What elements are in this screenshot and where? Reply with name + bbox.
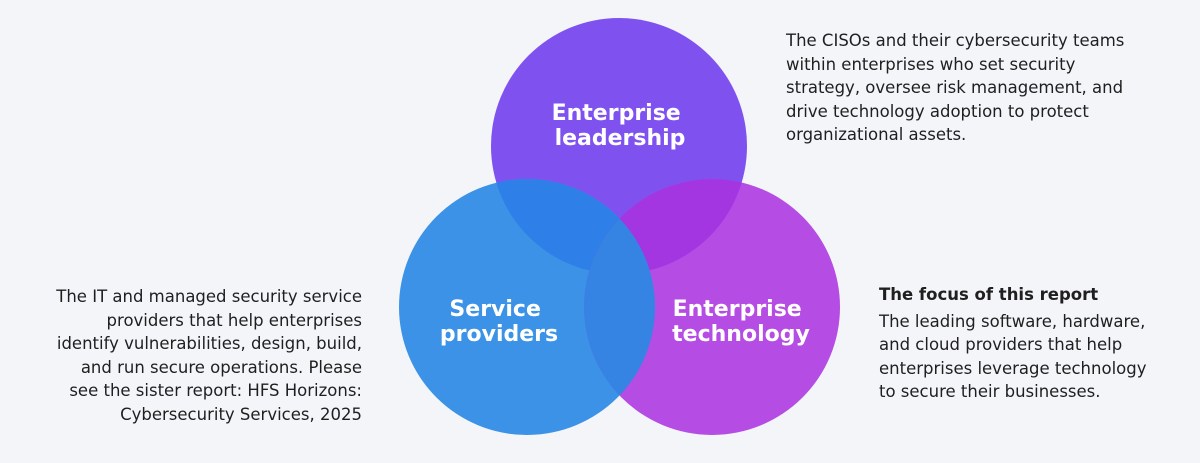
enterprise-technology-description: The focus of this report The leading sof… [879,283,1146,404]
description-line: to secure their businesses. [879,382,1101,401]
description-line: drive technology adoption to protect [786,101,1089,121]
description-line: identify vulnerabilities, design, build, [56,334,362,353]
description-line: see the sister report: HFS Horizons: [69,381,362,400]
enterprise-technology-label: Enterprise technology [672,297,810,347]
description-line: strategy, oversee risk management, and [786,78,1124,97]
description-line: Cybersecurity Services, 2025 [120,404,362,424]
service-providers-label: Service providers [440,297,558,347]
description-line: and cloud providers that help [879,335,1123,354]
service-providers-description: The IT and managed security service prov… [56,285,362,426]
enterprise-leadership-description: The CISOs and their cybersecurity teams … [786,29,1124,147]
description-line: providers that help enterprises [106,310,362,330]
description-line: The IT and managed security service [56,287,362,306]
description-line: and run secure operations. Please [80,357,362,377]
description-line: organizational assets. [786,125,967,144]
description-line: The leading software, hardware, [879,311,1146,331]
description-line: within enterprises who set security [786,54,1076,74]
overlap-leadership-providers [491,179,655,274]
description-line: The CISOs and their cybersecurity teams [786,31,1125,50]
description-line: enterprises leverage technology [879,358,1147,378]
overlap-leadership-technology [584,179,747,274]
enterprise-leadership-label: Enterprise leadership [552,101,689,151]
focus-heading: The focus of this report [879,285,1099,304]
